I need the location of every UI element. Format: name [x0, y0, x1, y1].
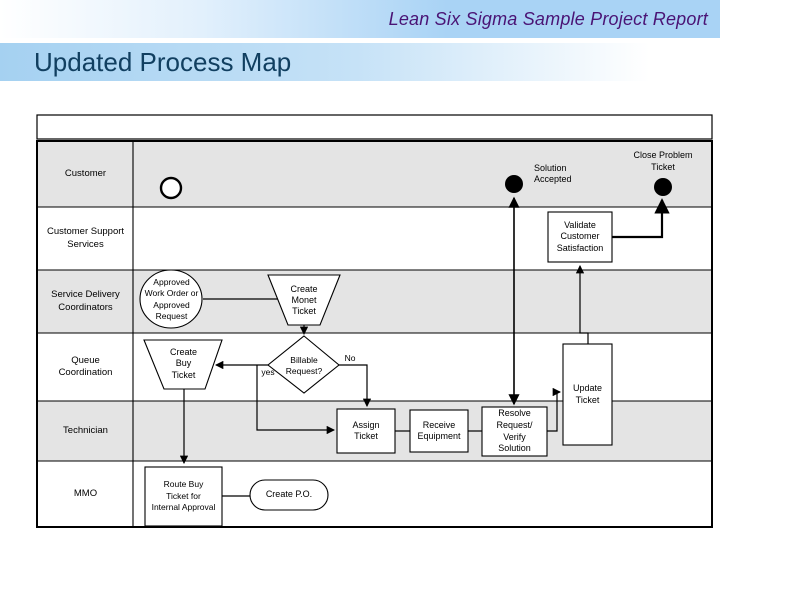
- swimlane-outer-border: [36, 140, 713, 528]
- billable-request-label: Billable Request?: [285, 355, 323, 376]
- flow-resolve-to-update: [547, 387, 562, 432]
- lane-label-service-delivery: Service Delivery Coordinators: [51, 289, 120, 313]
- update-ticket-box: [562, 343, 613, 446]
- report-title: Lean Six Sigma Sample Project Report: [388, 8, 708, 29]
- page-title: Updated Process Map: [34, 46, 292, 77]
- update-ticket-label: Update Ticket: [572, 383, 603, 405]
- flow-validate-to-close-problem: [612, 198, 670, 239]
- validate-satisfaction-label: Validate Customer Satisfaction: [556, 220, 604, 253]
- swimlane-gridlines: [37, 141, 712, 527]
- lane-customer: [37, 141, 712, 207]
- resolve-request-box: [481, 406, 548, 457]
- create-buy-trapezoid: [143, 339, 223, 390]
- create-monet-trapezoid: [267, 274, 341, 326]
- close-problem-event-circle: [654, 178, 672, 196]
- approved-request-ellipse: [139, 269, 203, 329]
- slide-header-band: Lean Six Sigma Sample Project Report: [0, 0, 720, 38]
- assign-ticket-label: Assign Ticket: [352, 419, 380, 441]
- lane-label-queue: Queue Coordination: [58, 354, 113, 378]
- lane-label-technician: Technician: [63, 424, 108, 436]
- flow-yes-branch-to-assign: [256, 365, 336, 435]
- diagram-header-strip: [36, 114, 713, 140]
- billable-decision-diamond: [267, 335, 340, 394]
- start-event-circle: [159, 176, 183, 200]
- lane-label-customer-support: Customer Support Services: [46, 226, 125, 250]
- create-po-label: Create P.O.: [265, 489, 313, 500]
- validate-satisfaction-box: [547, 211, 613, 263]
- route-buy-label: Route Buy Ticket for Internal Approval: [151, 479, 216, 513]
- create-buy-label: Create Buy Ticket: [169, 347, 197, 380]
- receive-equipment-label: Receive Equipment: [417, 419, 461, 441]
- flow-billable-no-to-assign: [339, 364, 372, 408]
- resolve-request-label: Resolve Request/ Verify Solution: [496, 408, 533, 454]
- solution-accepted-label: Solution Accepted: [534, 162, 572, 184]
- create-monet-label: Create Monet Ticket: [290, 283, 318, 317]
- decision-no-label: No: [344, 352, 356, 363]
- solution-accepted-event-circle: [505, 175, 523, 193]
- create-po-stadium: [249, 479, 329, 511]
- assign-ticket-box: [336, 408, 396, 454]
- lane-label-mmo: MMO: [73, 487, 98, 499]
- receive-equipment-box: [409, 409, 469, 453]
- close-problem-label: Close Problem Ticket: [633, 150, 693, 172]
- slide-title-band: Updated Process Map: [0, 43, 792, 81]
- flow-update-to-validate: [575, 264, 589, 344]
- route-buy-ticket-box: [144, 466, 223, 527]
- lane-label-customer: Customer: [64, 167, 107, 179]
- decision-yes-label: yes: [261, 366, 275, 377]
- approved-request-label: Approved Work Order or Approved Request: [144, 276, 199, 321]
